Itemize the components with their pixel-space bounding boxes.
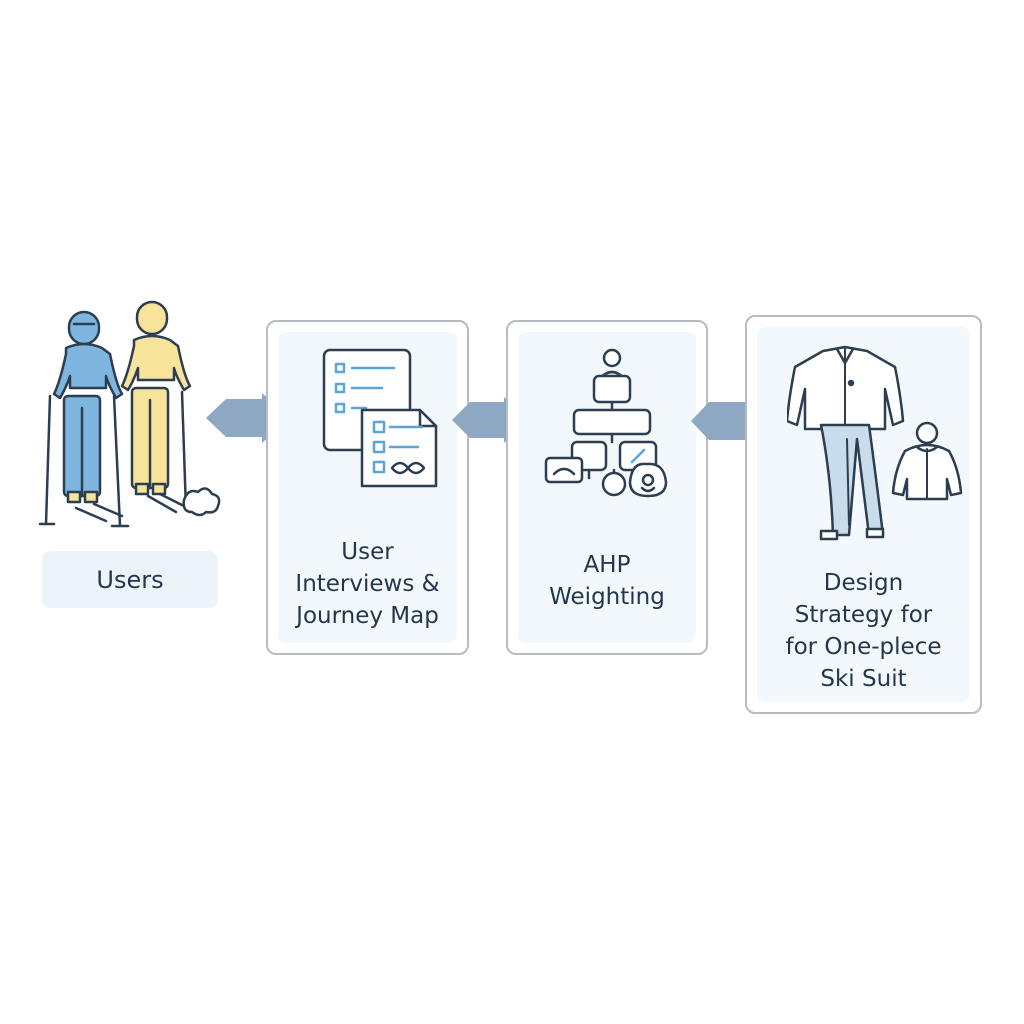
step-label-strategy: Design Strategy for for One-plece Ski Su… — [757, 567, 970, 695]
step-label-line: User — [341, 539, 394, 565]
step-label-line: AHP — [583, 552, 631, 578]
ski-suit-icon — [787, 345, 963, 541]
step-label-line: Strategy for — [794, 602, 933, 628]
step-label-line: Journey Map — [296, 603, 439, 629]
hierarchy-tree-icon — [544, 348, 668, 498]
step-label-ahp: AHP Weighting — [518, 549, 696, 613]
step-label-line: Design — [823, 570, 904, 596]
step-label-line: for One-plece — [785, 634, 942, 660]
step-card-interviews: User Interviews & Journey Map — [266, 320, 469, 655]
step-card-ahp: AHP Weighting — [506, 320, 708, 655]
step-card-panel: AHP Weighting — [518, 332, 696, 643]
step-label-line: Interviews & — [295, 571, 440, 597]
checklist-documents-icon — [322, 348, 438, 488]
step-label-line: Weighting — [549, 584, 665, 610]
skiers-icon — [38, 300, 221, 528]
step-card-panel: User Interviews & Journey Map — [278, 332, 457, 643]
users-label: Users — [42, 551, 218, 608]
step-card-strategy: Design Strategy for for One-plece Ski Su… — [745, 315, 982, 714]
step-card-panel: Design Strategy for for One-plece Ski Su… — [757, 327, 970, 702]
step-label-interviews: User Interviews & Journey Map — [278, 536, 457, 632]
step-label-line: Ski Suit — [820, 666, 907, 692]
